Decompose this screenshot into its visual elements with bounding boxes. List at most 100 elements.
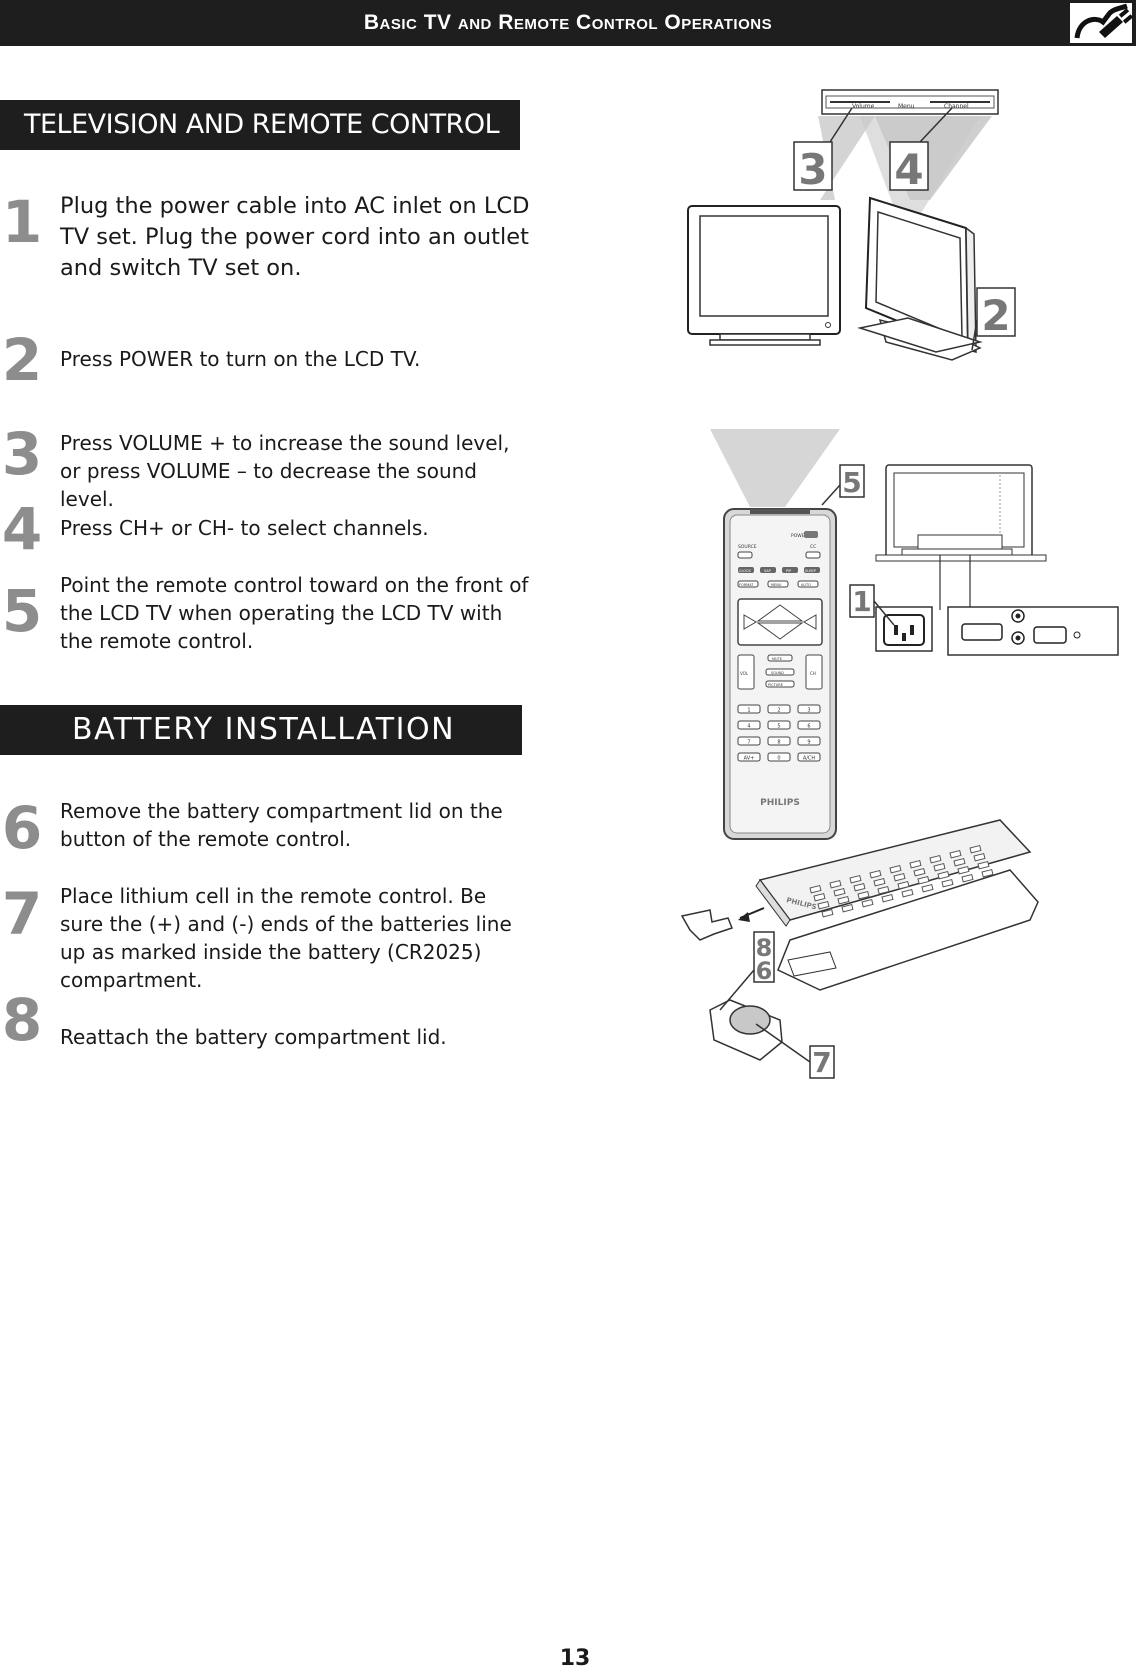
remote-row1-sleep: SLEEP bbox=[805, 569, 816, 573]
step-number: 5 bbox=[1, 577, 42, 645]
keypad-label: 7 bbox=[747, 740, 750, 746]
keypad-button bbox=[797, 720, 821, 730]
remote-button bbox=[877, 885, 890, 895]
keypad-label: 4 bbox=[747, 724, 750, 730]
callout-2: 2 bbox=[981, 291, 1010, 340]
keypad-button bbox=[767, 720, 791, 730]
keypad-label: 0 bbox=[777, 756, 780, 762]
remote-button bbox=[913, 867, 926, 877]
section-title-text: BATTERY INSTALLATION bbox=[72, 712, 456, 747]
remote-label-ch: CH bbox=[810, 671, 816, 676]
tv-front-illustration: Volume Menu Channel 3 4 2 bbox=[687, 89, 1016, 361]
keypad-button bbox=[797, 704, 821, 714]
step-text: Place lithium cell in the remote control… bbox=[60, 884, 512, 992]
section-title-tv-remote: TELEVISION AND REMOTE CONTROL bbox=[0, 100, 520, 150]
header-title: Basic TV and Remote Control Operations bbox=[363, 11, 773, 34]
keypad-label: 3 bbox=[807, 708, 810, 714]
remote-button bbox=[953, 857, 966, 867]
remote-button bbox=[941, 878, 954, 888]
remote-button bbox=[829, 879, 842, 889]
step-number: 2 bbox=[1, 326, 42, 394]
remote-button bbox=[909, 859, 922, 869]
battery-illustration: PHILIPS 8 6 7 bbox=[680, 819, 1039, 1079]
keypad-button bbox=[767, 736, 791, 746]
remote-button bbox=[921, 883, 934, 893]
remote-button bbox=[869, 869, 882, 879]
remote-button bbox=[973, 852, 986, 862]
remote-button bbox=[937, 870, 950, 880]
section-title-text: TELEVISION AND REMOTE CONTROL bbox=[24, 109, 500, 140]
strip-label-menu: Menu bbox=[898, 103, 915, 110]
step-number: 4 bbox=[1, 495, 42, 563]
keypad-label: 8 bbox=[777, 740, 780, 746]
keypad-label: 5 bbox=[777, 724, 780, 730]
keypad-label: AV+ bbox=[744, 756, 755, 762]
keypad-label: 6 bbox=[807, 724, 810, 730]
remote-row2-auto: AUTO bbox=[801, 583, 811, 587]
remote-button bbox=[841, 903, 854, 913]
callout-6: 6 bbox=[756, 957, 773, 985]
remote-button-grid bbox=[809, 844, 994, 918]
remote-button bbox=[897, 880, 910, 890]
step-number: 7 bbox=[1, 880, 42, 948]
keypad-label: 2 bbox=[777, 708, 780, 714]
step-text: Press CH+ or CH- to select channels. bbox=[60, 516, 429, 540]
section-title-battery: BATTERY INSTALLATION bbox=[0, 705, 522, 755]
remote-label-vol: VOL bbox=[740, 671, 749, 676]
remote-label-source: SOURCE bbox=[738, 544, 757, 550]
remote-button bbox=[969, 844, 982, 854]
remote-button bbox=[901, 888, 914, 898]
strip-label-channel: Channel bbox=[944, 103, 969, 110]
remote-button bbox=[889, 864, 902, 874]
keypad-button bbox=[737, 704, 761, 714]
remote-button bbox=[977, 860, 990, 870]
keypad-button bbox=[737, 720, 761, 730]
remote-button bbox=[881, 893, 894, 903]
cable-plug-icon bbox=[1070, 3, 1133, 43]
remote-button bbox=[813, 892, 826, 902]
remote-button bbox=[929, 854, 942, 864]
keypad-button bbox=[737, 752, 761, 762]
keypad-button bbox=[797, 752, 821, 762]
page-number: 13 bbox=[559, 1646, 591, 1671]
keypad-button bbox=[767, 704, 791, 714]
callout-8: 8 bbox=[756, 934, 773, 962]
remote-button bbox=[949, 849, 962, 859]
step-text: Press VOLUME + to increase the sound lev… bbox=[60, 431, 510, 511]
remote-button bbox=[809, 884, 822, 894]
remote-row1-sap: SAP bbox=[764, 569, 771, 573]
remote-button bbox=[861, 898, 874, 908]
step-text: Reattach the battery compartment lid. bbox=[60, 1025, 447, 1049]
remote-button bbox=[957, 865, 970, 875]
remote-row1-clock: CLOCK bbox=[739, 569, 751, 573]
step-text: Point the remote control toward on the f… bbox=[60, 573, 529, 653]
remote-brand: PHILIPS bbox=[760, 798, 800, 808]
remote-label-mute: MUTE bbox=[772, 657, 782, 661]
keypad-label: 1 bbox=[747, 708, 750, 714]
step-number: 1 bbox=[1, 188, 42, 256]
remote-button bbox=[893, 872, 906, 882]
remote-button bbox=[833, 887, 846, 897]
remote-button bbox=[961, 873, 974, 883]
remote-button bbox=[917, 875, 930, 885]
callout-7: 7 bbox=[812, 1046, 831, 1079]
callout-5: 5 bbox=[842, 466, 861, 499]
callout-3: 3 bbox=[798, 145, 827, 194]
keypad-button bbox=[797, 736, 821, 746]
remote-label-sound: SOUND bbox=[771, 671, 784, 675]
remote-label-picture: PICTURE bbox=[768, 683, 783, 687]
keypad-label: A/CH bbox=[803, 756, 816, 762]
step-text: Remove the battery compartment lid on th… bbox=[60, 799, 503, 851]
keypad-button bbox=[767, 752, 791, 762]
remote-button bbox=[857, 890, 870, 900]
step-number: 8 bbox=[1, 986, 42, 1054]
page-header: Basic TV and Remote Control Operations bbox=[0, 0, 1136, 46]
strip-label-volume: Volume bbox=[852, 103, 875, 110]
remote-button bbox=[837, 895, 850, 905]
step-text: Plug the power cable into AC inlet on LC… bbox=[60, 193, 530, 281]
remote-button bbox=[873, 877, 886, 887]
callout-4: 4 bbox=[894, 145, 923, 194]
remote-button bbox=[817, 900, 830, 910]
remote-illustration: 5 POWER SOURCE CC CLOCK SAP PIP SLEEP FO… bbox=[710, 429, 1119, 840]
